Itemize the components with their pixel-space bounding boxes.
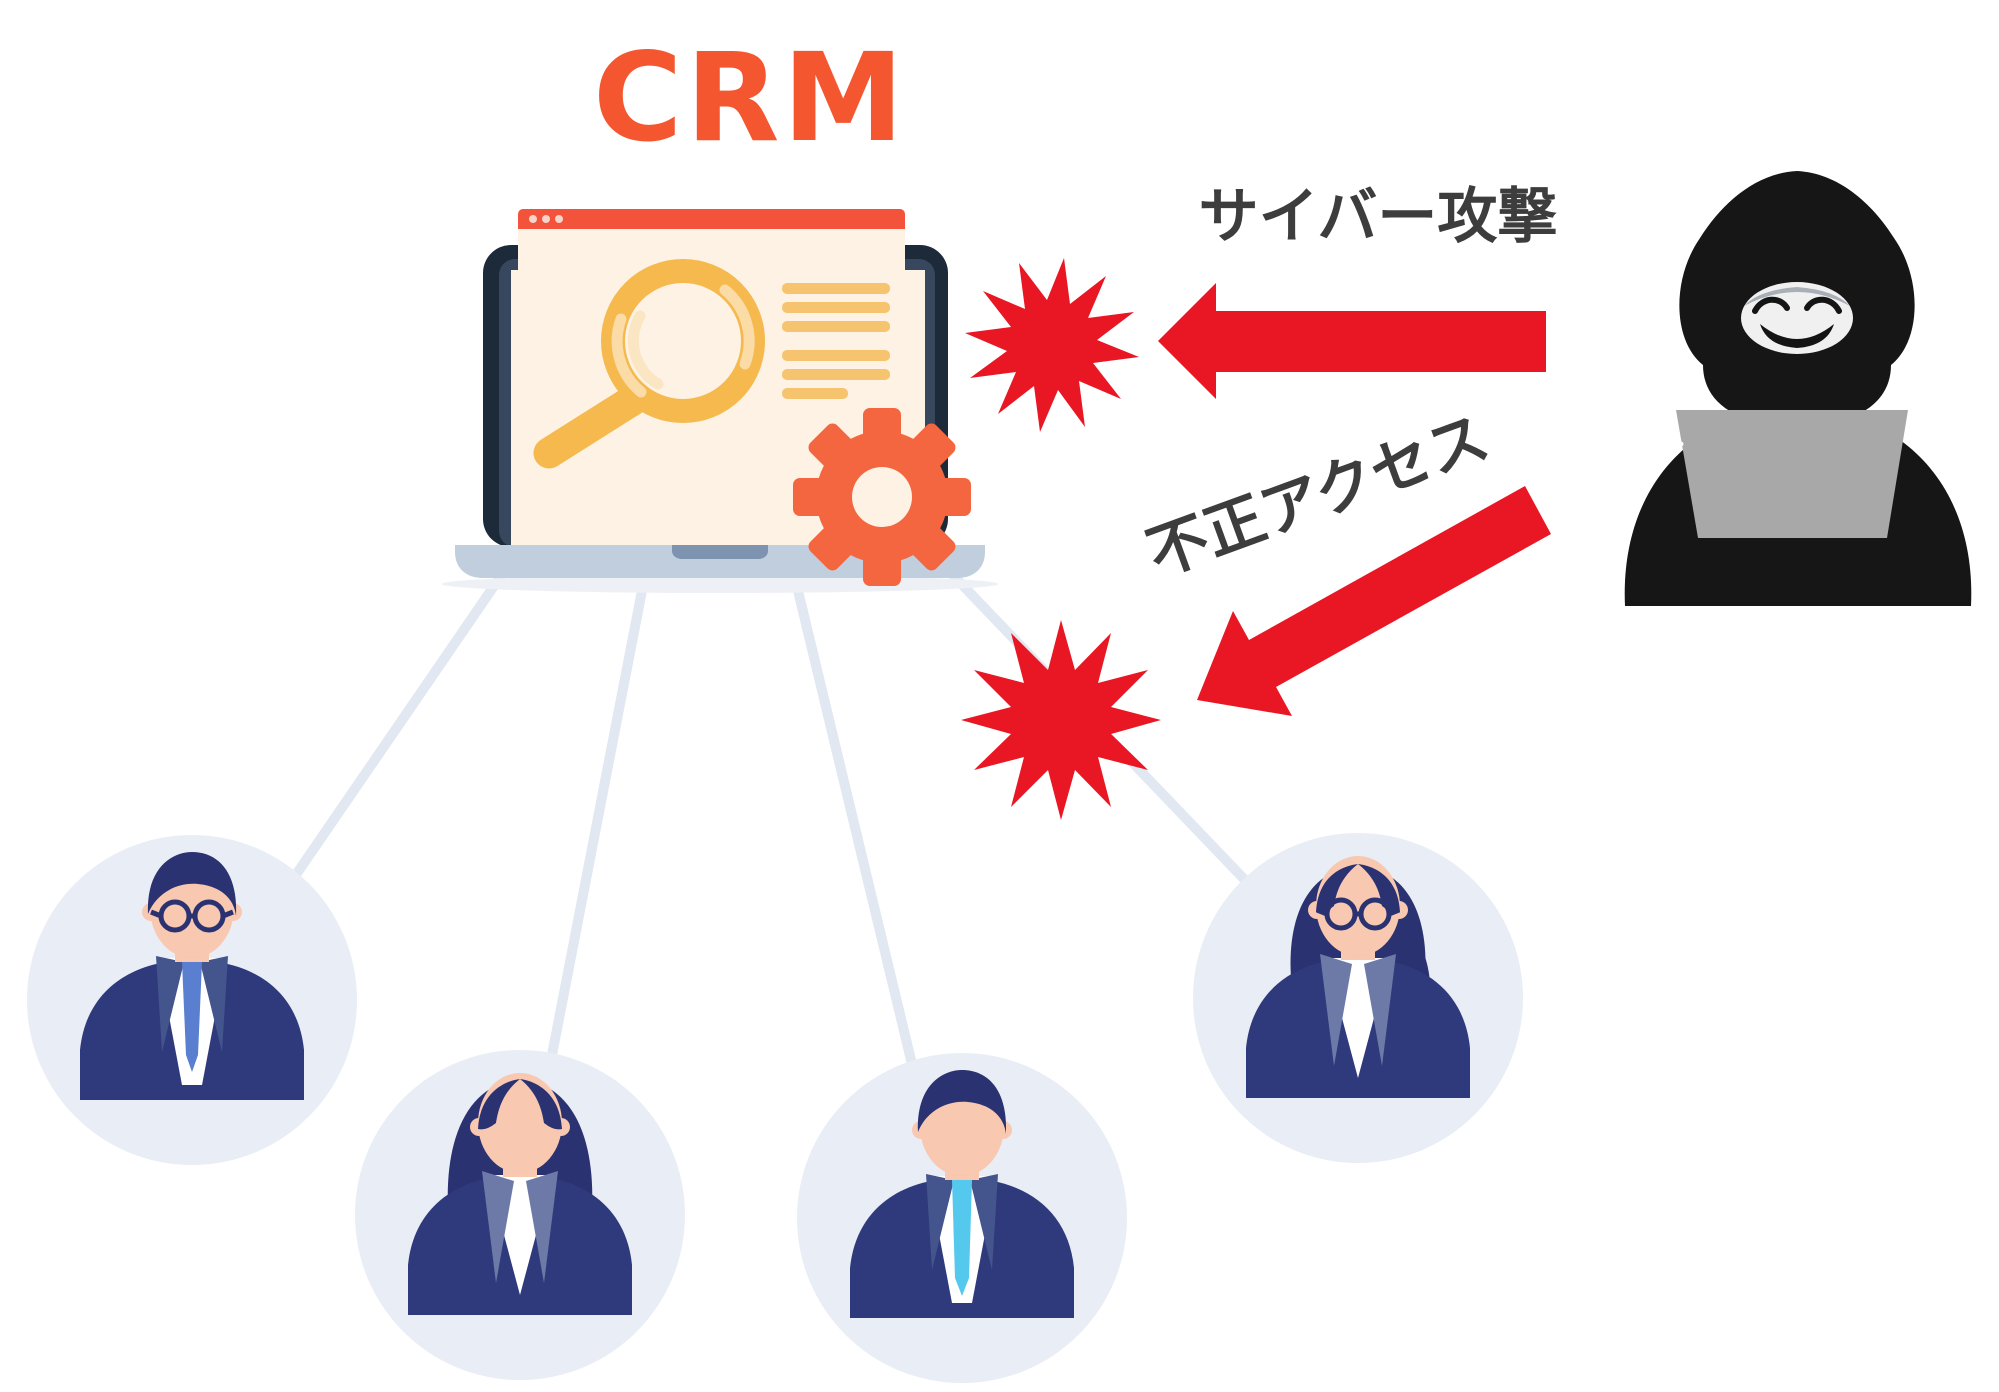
text-line-short	[782, 388, 848, 399]
avatar-tie	[952, 1180, 972, 1296]
browser-title-bar-bottom	[518, 221, 905, 229]
laptop-shadow	[442, 575, 998, 593]
attack-arrow-icon	[1197, 486, 1551, 716]
window-dot	[542, 215, 550, 223]
glasses-temple	[1316, 907, 1400, 917]
text-line	[782, 369, 890, 380]
avatar-lapel	[1364, 954, 1396, 1066]
avatar-hair-front	[478, 1079, 520, 1130]
avatar-lapel	[1320, 954, 1352, 1066]
glasses-temple	[150, 909, 234, 919]
text-line	[782, 350, 890, 361]
text-line	[782, 283, 890, 294]
user-avatar-icon-1	[27, 835, 357, 1165]
explosion-burst-icon	[965, 258, 1139, 432]
cyber-attack-label: サイバー攻撃	[1199, 182, 1558, 252]
avatar-lapel	[526, 1171, 558, 1283]
avatar-hair-front	[1358, 864, 1400, 913]
avatar-tie	[182, 962, 202, 1072]
magnifying-glass-icon	[533, 259, 765, 469]
hacker-hand-line	[1910, 433, 1947, 448]
user-avatar-icon-4	[1193, 833, 1523, 1163]
gear-hole	[852, 467, 912, 527]
hacker-eye	[1804, 296, 1842, 314]
text-line	[782, 321, 890, 332]
magnifier-ring-highlight	[719, 284, 755, 370]
hood-shadow	[1744, 287, 1850, 306]
avatar-hair-front	[1316, 864, 1358, 913]
content-text-lines	[782, 283, 890, 399]
connector-lines	[205, 566, 1362, 1224]
avatar-hair-front	[520, 1079, 562, 1130]
browser-window-dots	[529, 215, 563, 223]
hacker-laptop	[1676, 410, 1908, 538]
hooded-hacker-icon	[1624, 171, 1972, 606]
hacker-grin	[1760, 324, 1834, 348]
avatar-lapel	[926, 1174, 954, 1270]
page-title: CRM	[593, 27, 907, 169]
text-line	[782, 302, 890, 313]
gear-icon	[793, 408, 971, 586]
avatar-lapel	[200, 956, 228, 1052]
window-dot	[529, 215, 537, 223]
avatar-hair	[147, 852, 237, 916]
avatar-lapel	[156, 956, 184, 1052]
avatar-lapel	[970, 1174, 998, 1270]
attack-arrow-icon	[1158, 283, 1546, 399]
user-avatar-icon-3	[797, 1053, 1127, 1383]
laptop-base-notch	[672, 545, 768, 559]
lens-highlight	[627, 310, 664, 390]
hacker-eye	[1752, 296, 1790, 314]
magnifier-handle	[533, 384, 649, 469]
avatar-hair	[917, 1070, 1007, 1134]
explosion-burst-icon	[961, 620, 1161, 820]
window-dot	[555, 215, 563, 223]
avatar-glasses	[150, 899, 234, 933]
hacker-hand-line	[1647, 433, 1684, 448]
avatar-lapel	[482, 1171, 514, 1283]
crm-laptop	[442, 209, 998, 593]
user-avatar-icon-2	[355, 1050, 685, 1380]
magnifier-ring-highlight	[611, 313, 647, 398]
avatar-glasses	[1316, 897, 1400, 931]
